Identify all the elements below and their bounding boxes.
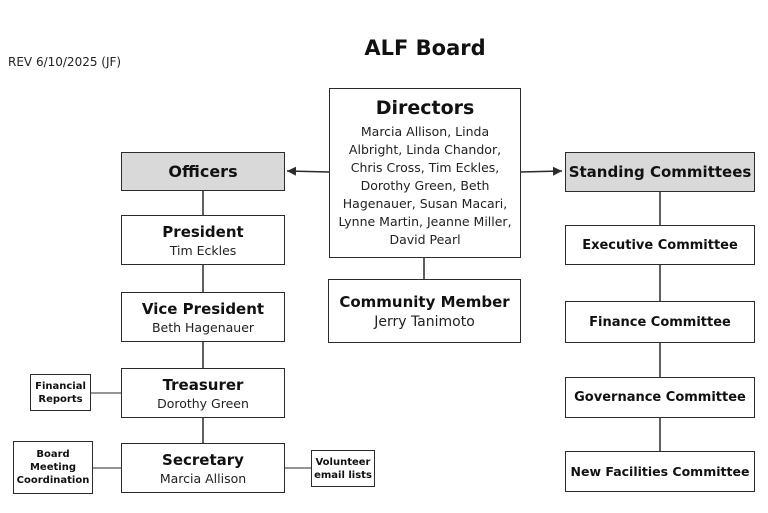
volunteer-email-label: Volunteer email lists	[314, 456, 372, 481]
arrow-to-committees	[519, 166, 563, 176]
president-box: President Tim Eckles	[121, 215, 285, 265]
finance-committee-box: Finance Committee	[565, 301, 755, 343]
directors-box: Directors Marcia Allison, Linda Albright…	[329, 88, 521, 258]
officers-title: Officers	[168, 162, 238, 181]
revision-note: REV 6/10/2025 (JF)	[8, 55, 122, 69]
directors-title: Directors	[375, 97, 475, 119]
community-member-title: Community Member	[339, 292, 510, 311]
new-facilities-committee-label: New Facilities Committee	[570, 464, 750, 479]
volunteer-email-note: Volunteer email lists	[311, 450, 375, 487]
treasurer-name: Dorothy Green	[157, 395, 249, 411]
secretary-name: Marcia Allison	[159, 470, 247, 486]
financial-reports-note: Financial Reports	[30, 374, 91, 411]
governance-committee-box: Governance Committee	[565, 377, 755, 418]
board-meeting-note: Board Meeting Coordination	[13, 441, 93, 494]
financial-reports-label: Financial Reports	[35, 380, 86, 405]
directors-members: Marcia Allison, Linda Albright, Linda Ch…	[338, 124, 512, 247]
officers-box: Officers	[121, 152, 285, 191]
governance-committee-label: Governance Committee	[574, 390, 746, 405]
board-meeting-label: Board Meeting Coordination	[16, 449, 90, 486]
community-member-name: Jerry Tanimoto	[374, 313, 475, 330]
treasurer-box: Treasurer Dorothy Green	[121, 368, 285, 418]
secretary-title: Secretary	[162, 450, 244, 469]
treasurer-title: Treasurer	[162, 375, 244, 394]
vice-president-box: Vice President Beth Hagenauer	[121, 292, 285, 342]
executive-committee-box: Executive Committee	[565, 225, 755, 265]
arrow-to-officers	[286, 166, 330, 176]
executive-committee-label: Executive Committee	[582, 237, 738, 253]
new-facilities-committee-box: New Facilities Committee	[565, 451, 755, 492]
community-member-box: Community Member Jerry Tanimoto	[328, 279, 521, 343]
vice-president-title: Vice President	[141, 299, 265, 318]
standing-committees-title: Standing Committees	[568, 163, 752, 181]
president-title: President	[162, 222, 244, 241]
secretary-box: Secretary Marcia Allison	[121, 443, 285, 493]
page-title: ALF Board	[364, 36, 486, 60]
vice-president-name: Beth Hagenauer	[151, 319, 255, 335]
president-name: Tim Eckles	[169, 242, 237, 258]
finance-committee-label: Finance Committee	[589, 314, 731, 330]
standing-committees-box: Standing Committees	[565, 152, 755, 192]
